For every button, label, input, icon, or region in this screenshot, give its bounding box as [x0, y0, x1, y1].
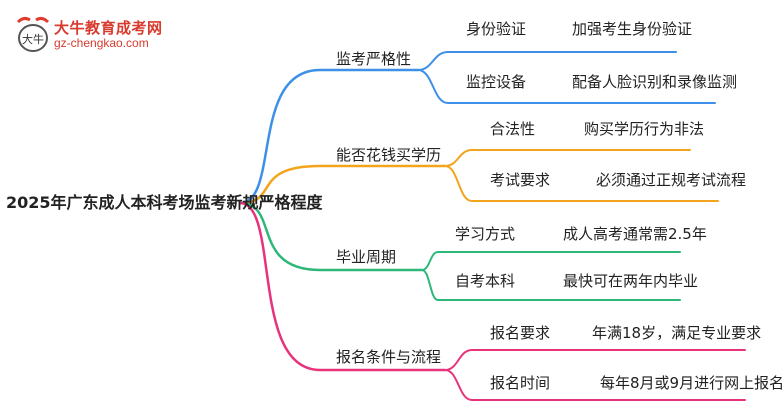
branch-connector	[238, 164, 447, 205]
site-name: 大牛教育成考网	[54, 19, 163, 37]
sub-topic: 合法性	[490, 120, 536, 138]
sub-detail: 配备人脸识别和录像监测	[572, 73, 738, 91]
bull-logo-icon: 大牛	[16, 16, 50, 52]
leaf-connector	[444, 149, 691, 167]
branch-label: 能否花钱买学历	[336, 146, 442, 164]
sub-detail: 最快可在两年内毕业	[563, 272, 699, 290]
sub-topic: 自考本科	[455, 272, 516, 290]
sub-detail: 每年8月或9月进行网上报名	[600, 374, 784, 392]
sub-detail: 年满18岁，满足专业要求	[592, 324, 762, 342]
leaf-connector	[444, 165, 719, 202]
sub-detail: 购买学历行为非法	[584, 120, 705, 138]
branch-label: 报名条件与流程	[336, 348, 442, 366]
sub-topic: 监控设备	[466, 73, 527, 91]
leaf-connector	[417, 69, 716, 104]
logo-mark-text: 大牛	[22, 32, 44, 46]
branch-connector	[238, 201, 447, 372]
sub-topic: 考试要求	[490, 171, 551, 189]
sub-topic: 报名时间	[490, 374, 551, 392]
branch-connector	[238, 68, 420, 205]
leaf-connector	[421, 251, 681, 271]
leaf-connector	[417, 51, 677, 71]
branch-connector	[238, 201, 424, 272]
branch-label: 监考严格性	[336, 50, 412, 68]
site-url: gz-chengkao.com	[54, 36, 149, 50]
sub-topic: 学习方式	[455, 225, 516, 243]
leaf-connector	[444, 349, 746, 371]
sub-detail: 成人高考通常需2.5年	[563, 225, 707, 243]
mindmap-canvas: 大牛 大牛教育成考网 gz-chengkao.com 2025年广东成人本科考场…	[6, 14, 784, 401]
sub-detail: 加强考生身份验证	[572, 20, 693, 38]
sub-topic: 报名要求	[490, 324, 551, 342]
site-logo: 大牛 大牛教育成考网 gz-chengkao.com	[14, 14, 214, 56]
branch-label: 毕业周期	[336, 248, 397, 266]
leaf-connector	[444, 369, 746, 401]
root-topic: 2025年广东成人本科考场监考新规严格程度	[6, 193, 323, 212]
leaf-connector	[421, 269, 681, 301]
connector-lines	[238, 51, 746, 401]
sub-topic: 身份验证	[466, 20, 527, 38]
sub-detail: 必须通过正规考试流程	[596, 171, 747, 189]
